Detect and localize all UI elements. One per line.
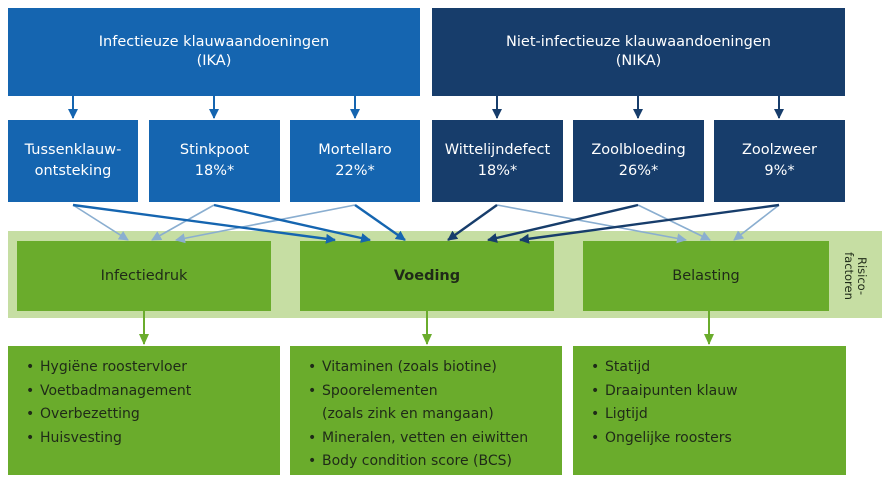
list-item: Overbezetting [26, 403, 280, 427]
risk-belasting-label: Belasting [672, 268, 740, 284]
condition-name-cont: ontsteking [34, 163, 112, 179]
condition-stinkpoot: Stinkpoot 18%* [149, 120, 280, 202]
condition-name: Stinkpoot [179, 142, 250, 158]
risk-infectiedruk: Infectiedruk [17, 241, 271, 311]
nika-header-abbr: (NIKA) [615, 53, 662, 69]
condition-zoolbloeding: Zoolbloeding 26%* [573, 120, 704, 202]
risk-belasting: Belasting [583, 241, 829, 311]
risk-infectiedruk-label: Infectiedruk [100, 268, 188, 284]
list-item: Body condition score (BCS) [308, 450, 562, 474]
condition-value: 18%* [477, 163, 518, 179]
condition-name: Wittelijndefect [444, 142, 551, 158]
condition-wittelijndefect: Wittelijndefect 18%* [432, 120, 563, 202]
list-item: Mineralen, vetten en eiwitten [308, 427, 562, 451]
ika-header-abbr: (IKA) [196, 53, 232, 69]
list-item: Huisvesting [26, 427, 280, 451]
ika-header-title: Infectieuze klauwaandoeningen [98, 34, 330, 50]
condition-zoolzweer: Zoolzweer 9%* [714, 120, 845, 202]
header-arrows [68, 96, 784, 119]
list-item: Ongelijke roosters [591, 427, 846, 451]
nika-header-title: Niet-infectieuze klauwaandoeningen [506, 34, 771, 50]
list-infectiedruk: Hygiëne roostervloer Voetbadmanagement O… [8, 346, 280, 475]
condition-value: 26%* [618, 163, 659, 179]
risk-voeding-label: Voeding [393, 268, 461, 284]
list-item-continuation: (zoals zink en mangaan) [322, 406, 494, 423]
condition-value: 9%* [764, 163, 795, 179]
condition-arrows [72, 203, 780, 244]
list-item: Hygiëne roostervloer [26, 356, 280, 380]
list-item: Vitaminen (zoals biotine) [308, 356, 562, 380]
list-arrows [139, 311, 714, 345]
condition-tussenklauwontsteking: Tussenklauw- ontsteking [8, 120, 138, 202]
list-item: Ligtijd [591, 403, 846, 427]
condition-mortellaro: Mortellaro 22%* [290, 120, 420, 202]
nika-header: Niet-infectieuze klauwaandoeningen (NIKA… [432, 8, 845, 96]
condition-name: Zoolbloeding [591, 142, 686, 158]
list-item: Voetbadmanagement [26, 380, 280, 404]
list-item: Statijd [591, 356, 846, 380]
list-item: Spoorelementen [308, 380, 562, 404]
list-belasting: Statijd Draaipunten klauw Ligtijd Ongeli… [573, 346, 846, 475]
condition-name: Mortellaro [318, 142, 392, 158]
ika-header: Infectieuze klauwaandoeningen (IKA) [8, 8, 420, 96]
list-item: Draaipunten klauw [591, 380, 846, 404]
condition-value: 22%* [335, 163, 375, 179]
condition-value: 18%* [194, 163, 235, 179]
risk-voeding: Voeding [300, 241, 554, 311]
list-voeding: Vitaminen (zoals biotine) Spoorelementen… [290, 346, 562, 475]
condition-name: Tussenklauw- [24, 142, 122, 158]
condition-name: Zoolzweer [742, 142, 817, 158]
